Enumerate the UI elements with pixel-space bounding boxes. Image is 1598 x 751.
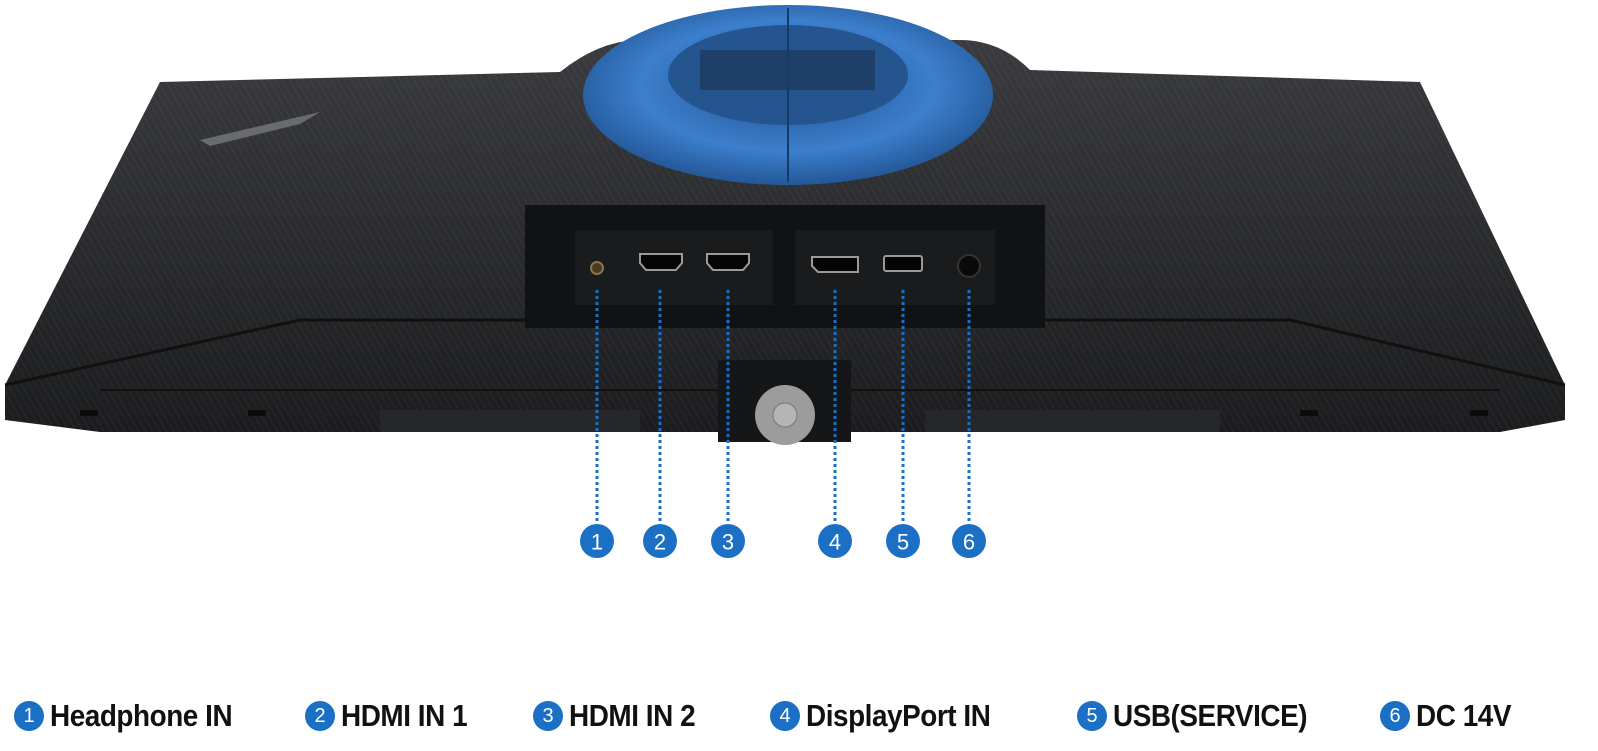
callout-badge	[952, 524, 986, 558]
legend-label: USB(SERVICE)	[1113, 698, 1308, 733]
legend-number-badge: 2	[305, 701, 335, 731]
callout-3: 3	[711, 290, 745, 558]
callout-badge	[886, 524, 920, 558]
callout-number: 4	[829, 530, 841, 555]
callout-2: 2	[643, 290, 677, 558]
dc-power-icon	[957, 254, 981, 278]
callouts: 1 2 3 4 5 6	[580, 290, 986, 558]
callout-number: 3	[722, 530, 734, 555]
legend-number-badge: 3	[533, 701, 563, 731]
callout-badge	[580, 524, 614, 558]
callout-badge	[818, 524, 852, 558]
legend-label: HDMI IN 1	[341, 698, 468, 733]
control-panel	[718, 360, 851, 445]
hdmi-port-icon	[639, 253, 683, 271]
callout-badge	[711, 524, 745, 558]
legend-label: Headphone IN	[50, 698, 233, 733]
legend-number-badge: 4	[770, 701, 800, 731]
callout-number: 1	[591, 530, 603, 555]
callout-6: 6	[952, 290, 986, 558]
hdmi-port-icon	[706, 253, 750, 271]
stand-mount	[583, 5, 993, 185]
legend-label: HDMI IN 2	[569, 698, 696, 733]
usb-port-icon	[883, 255, 923, 272]
legend-number-badge: 1	[14, 701, 44, 731]
callout-4: 4	[818, 290, 852, 558]
displayport-icon	[811, 256, 859, 273]
callout-number: 2	[654, 530, 666, 555]
callout-number: 6	[963, 530, 975, 555]
callout-badge	[643, 524, 677, 558]
callout-5: 5	[886, 290, 920, 558]
callout-1: 1	[580, 290, 614, 558]
headphone-jack-icon	[590, 261, 604, 275]
port-bay	[525, 205, 1045, 328]
legend-label: DisplayPort IN	[806, 698, 991, 733]
legend-number-badge: 6	[1380, 701, 1410, 731]
callout-number: 5	[897, 530, 909, 555]
legend-label: DC 14V	[1416, 698, 1511, 733]
legend-number-badge: 5	[1077, 701, 1107, 731]
